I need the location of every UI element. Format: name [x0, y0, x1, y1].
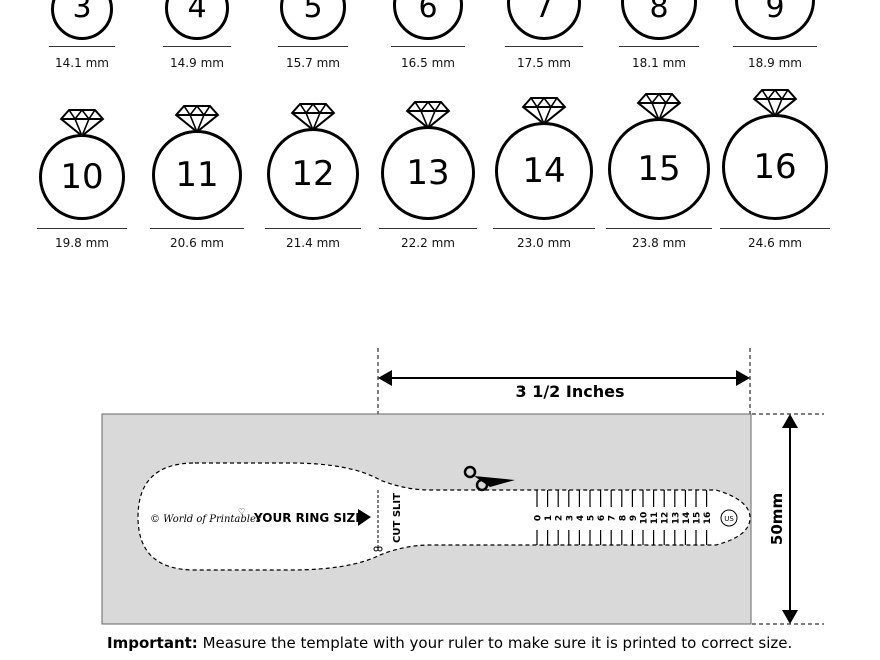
brand-heart-icon: ♡: [238, 507, 245, 516]
important-note: Important: Measure the template with you…: [107, 634, 792, 652]
scale-number: 3: [565, 515, 575, 521]
ring-mm-label: 14.9 mm: [170, 56, 224, 70]
ring-baseline: [37, 228, 127, 229]
ring-size-12: 12 21.4 mm: [263, 84, 363, 254]
height-arrow-top-head: [782, 414, 798, 428]
ring-baseline: [493, 228, 595, 229]
ring-size-number: 12: [267, 128, 359, 220]
scale-number: 16: [703, 512, 713, 525]
ring-baseline: [49, 46, 115, 47]
ring-size-16: 16 24.6 mm: [720, 84, 830, 254]
ring-size-number: 13: [381, 126, 475, 220]
diamond-icon: [521, 96, 567, 130]
ring-baseline: [606, 228, 712, 229]
height-label: 50mm: [768, 493, 786, 545]
scale-number: 0: [534, 515, 544, 521]
diamond-icon: [174, 104, 220, 138]
important-note-bold: Important:: [107, 634, 198, 652]
ring-mm-label: 22.2 mm: [401, 236, 455, 250]
ring-size-10: 10 19.8 mm: [32, 84, 132, 254]
ring-mm-label: 14.1 mm: [55, 56, 109, 70]
us-badge-label: US: [724, 515, 734, 523]
ring-baseline: [391, 46, 465, 47]
pointer-arrow-icon: [358, 509, 371, 526]
width-arrow-left-head: [378, 370, 392, 386]
ring-size-13: 13 22.2 mm: [378, 84, 478, 254]
scale-number: 1: [544, 515, 554, 521]
ring-mm-label: 16.5 mm: [401, 56, 455, 70]
ring-size-11: 11 20.6 mm: [147, 84, 247, 254]
ring-mm-label: 18.9 mm: [748, 56, 802, 70]
ring-mm-label: 15.7 mm: [286, 56, 340, 70]
your-ring-size-label: YOUR RING SIZE: [253, 511, 363, 525]
ring-size-number: 16: [722, 114, 828, 220]
sizer-strip-outline: [137, 462, 751, 571]
ring-mm-label: 18.1 mm: [632, 56, 686, 70]
diamond-icon: [752, 88, 798, 122]
scissors-small-icon: [373, 546, 383, 552]
ring-baseline: [163, 46, 231, 47]
ring-mm-label: 23.8 mm: [632, 236, 686, 250]
important-note-text: Measure the template with your ruler to …: [197, 634, 793, 652]
scale-number: 14: [682, 512, 692, 525]
scale-number: 5: [587, 515, 597, 521]
diamond-icon: [59, 108, 105, 142]
ring-baseline: [265, 228, 361, 229]
scale-number: 15: [693, 512, 703, 525]
ring-mm-label: 20.6 mm: [170, 236, 224, 250]
ring-size-number: 11: [152, 130, 242, 220]
diamond-icon: [405, 100, 451, 134]
ring-baseline: [278, 46, 348, 47]
width-label: 3 1/2 Inches: [516, 382, 625, 401]
scale-number: 2: [555, 515, 565, 521]
ring-mm-label: 21.4 mm: [286, 236, 340, 250]
scale-number: 8: [618, 515, 628, 521]
ring-mm-label: 17.5 mm: [517, 56, 571, 70]
ring-size-number: 10: [39, 134, 125, 220]
scale-number: 13: [671, 512, 681, 525]
height-arrow-bottom-head: [782, 610, 798, 624]
diamond-icon: [290, 102, 336, 136]
ring-mm-label: 19.8 mm: [55, 236, 109, 250]
brand-text: © World of Printables: [150, 514, 261, 525]
ring-baseline: [619, 46, 699, 47]
ring-size-number: 14: [495, 122, 593, 220]
diamond-icon: [636, 92, 682, 126]
ring-baseline: [150, 228, 244, 229]
ring-mm-label: 23.0 mm: [517, 236, 571, 250]
scale-number: 11: [650, 512, 660, 525]
ring-size-14: 14 23.0 mm: [493, 84, 595, 254]
scale-number: 6: [597, 515, 607, 521]
ring-baseline: [720, 228, 830, 229]
scissors-icon: [463, 465, 515, 492]
us-badge-circle: [720, 509, 738, 527]
scale-number: 12: [661, 512, 671, 525]
ring-baseline: [379, 228, 477, 229]
ring-mm-label: 24.6 mm: [748, 236, 802, 250]
scale-number: 9: [629, 515, 639, 521]
scale-number: 10: [640, 512, 650, 525]
ring-size-number: 15: [608, 118, 710, 220]
width-arrow-right-head: [736, 370, 750, 386]
scale-number: 4: [576, 515, 586, 521]
ring-baseline: [505, 46, 583, 47]
cut-slit-label: CUT SLIT: [392, 493, 403, 543]
ring-size-15: 15 23.8 mm: [606, 84, 712, 254]
scale-number: 7: [608, 515, 618, 521]
ring-baseline: [733, 46, 817, 47]
